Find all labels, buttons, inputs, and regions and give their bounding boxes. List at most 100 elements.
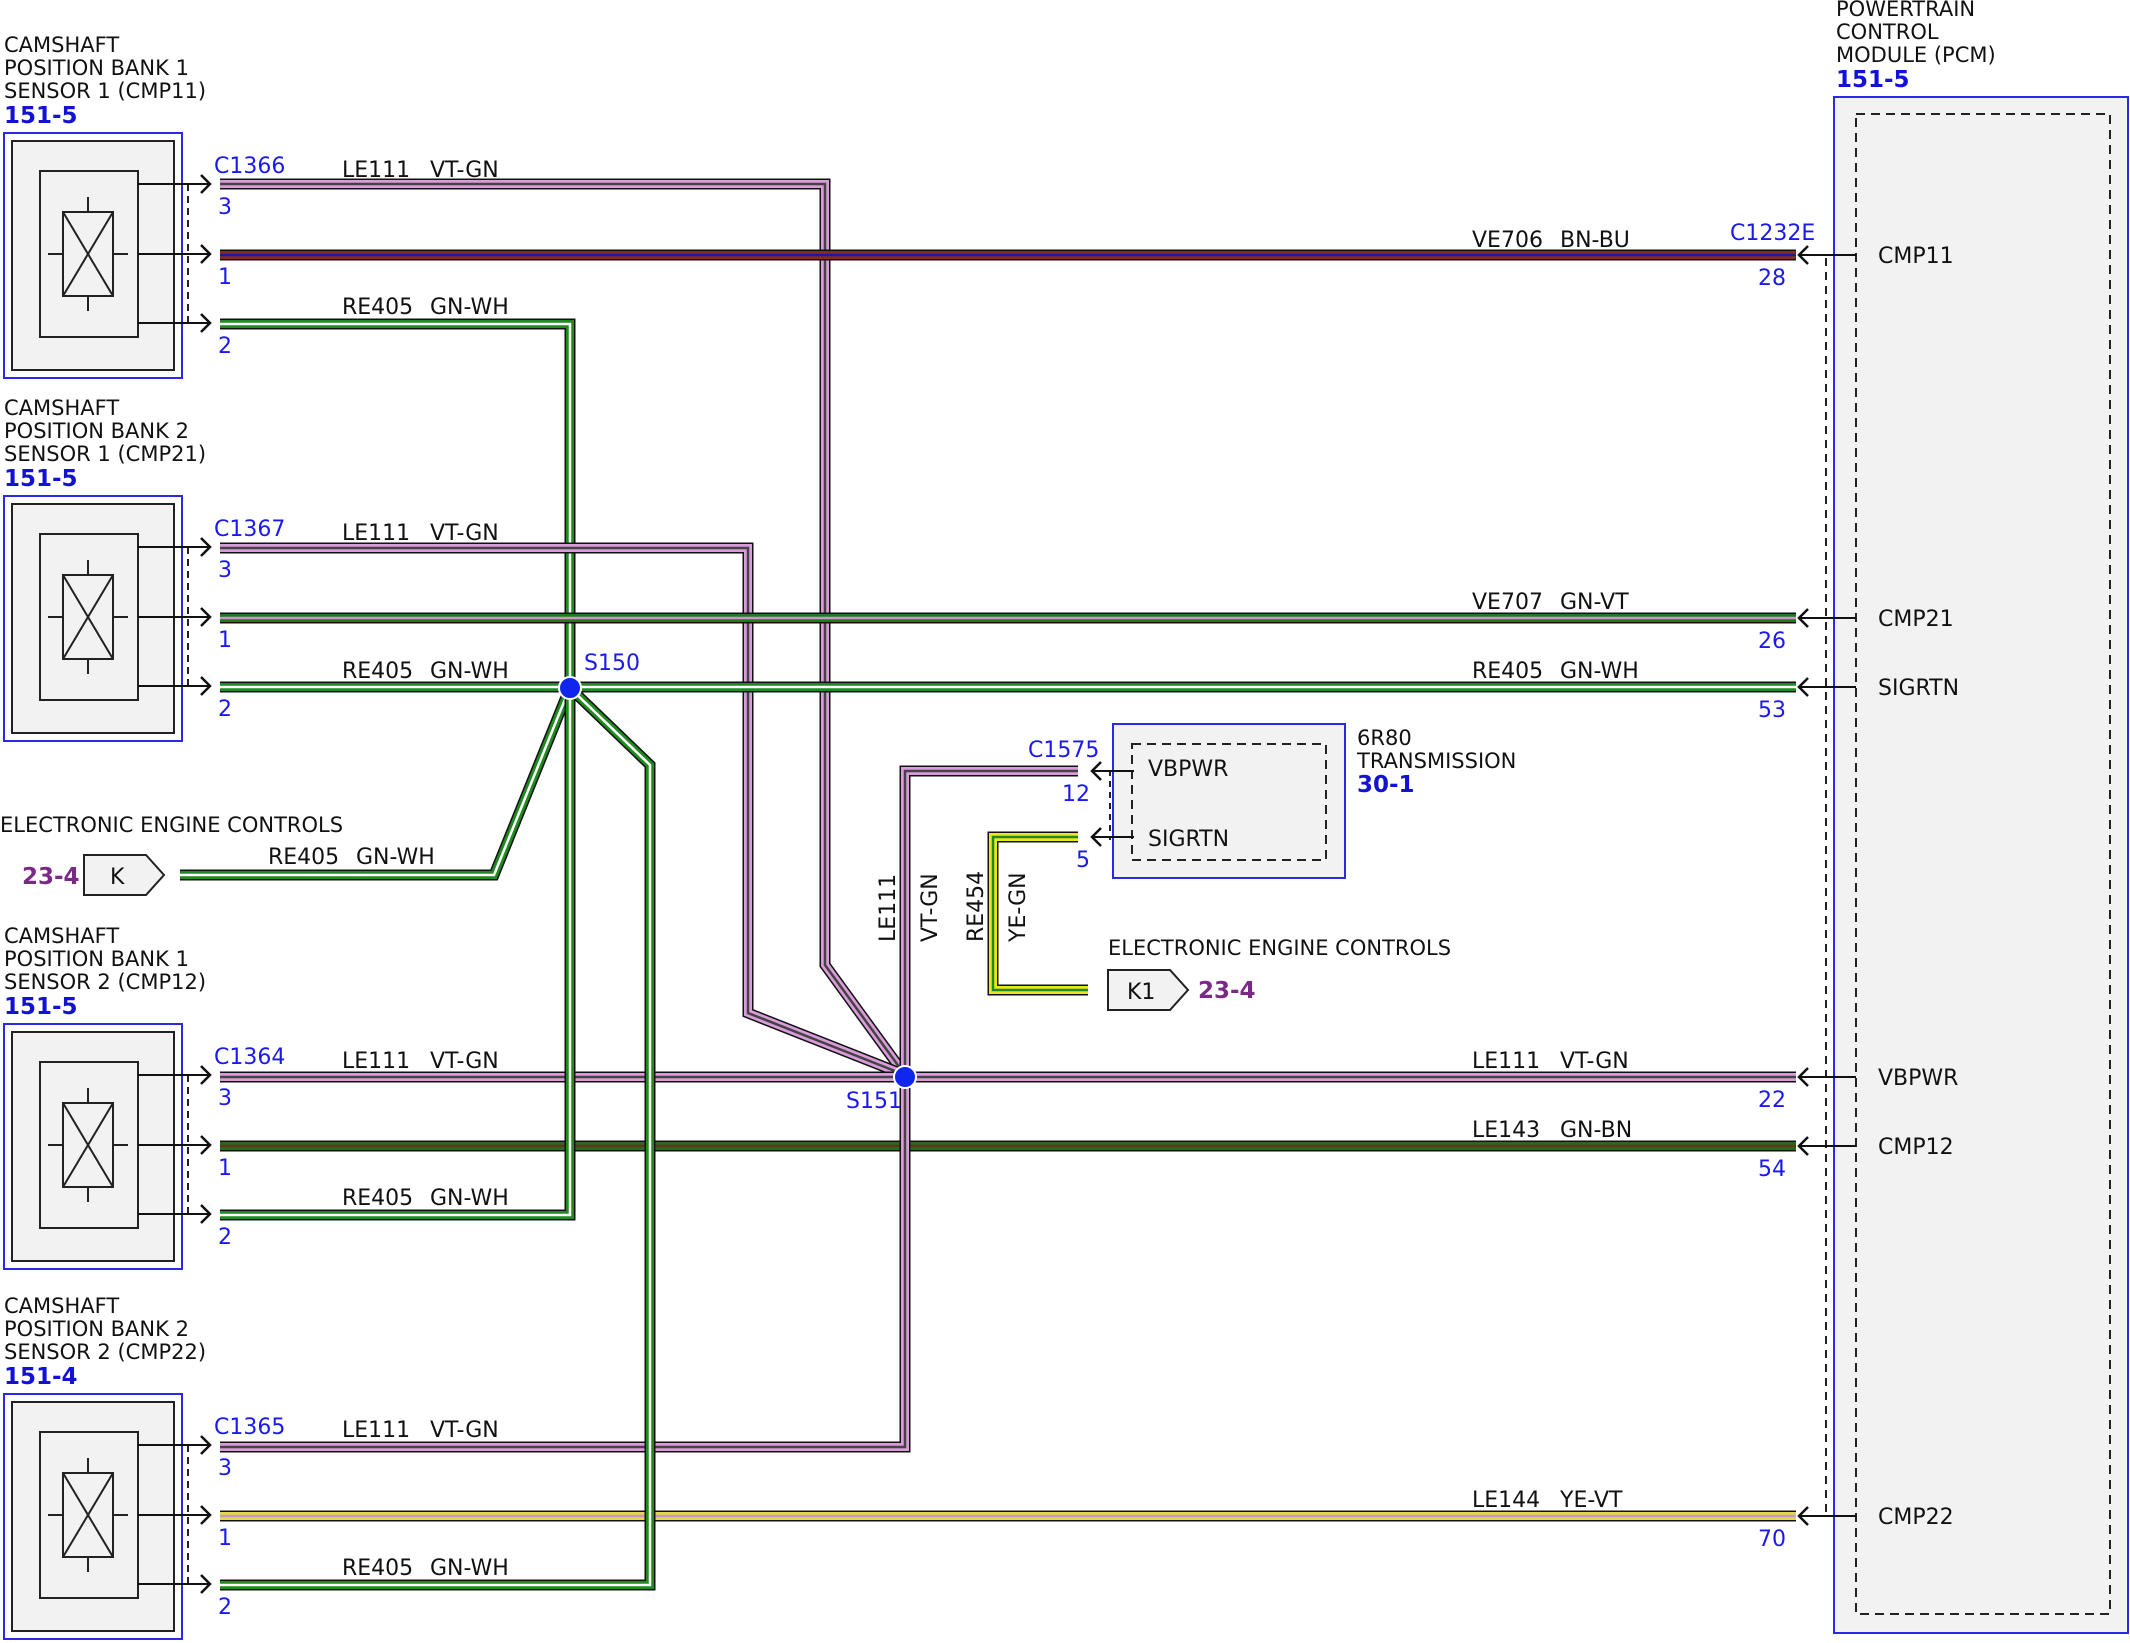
- sensor-body: [11, 503, 175, 734]
- wire-w4[interactable]: [220, 542, 908, 1081]
- arrow-head: [200, 1135, 212, 1155]
- wire-label-w6-color-code: GN-WH: [430, 659, 509, 684]
- arrow-head: [200, 537, 212, 557]
- transmission-pin-arrow: [1090, 827, 1106, 847]
- sensor-pin-arrow: [196, 1065, 212, 1085]
- pcm-pin-number: 53: [1758, 698, 1786, 723]
- splice-dot: [893, 1065, 917, 1089]
- arrow-head: [200, 1574, 212, 1594]
- pcm-pin-cmp11: 28 CMP11: [1758, 244, 1954, 291]
- wire-w15[interactable]: [220, 1077, 911, 1453]
- arrow-head: [200, 244, 212, 264]
- sensor-title-line2: POSITION BANK 1: [4, 56, 189, 80]
- wire-label-w16-circuit: LE144: [1472, 1488, 1540, 1513]
- pcm-pin-arrow: [1797, 1506, 1813, 1526]
- pcm-signal-label: VBPWR: [1878, 1066, 1958, 1091]
- pcm-signal-label: CMP12: [1878, 1135, 1954, 1160]
- wire-w8[interactable]: [180, 684, 576, 881]
- pcm-module: POWERTRAIN CONTROL MODULE (PCM) 151-5 C1…: [1730, 0, 2129, 1634]
- wires-layer: [180, 178, 1796, 1591]
- sensor-title-line1: CAMSHAFT: [4, 924, 119, 948]
- wire-w1[interactable]: [220, 178, 910, 1079]
- pcm-pin-arrow: [1797, 677, 1813, 697]
- wire-label-w10-circuit: RE454: [964, 871, 989, 942]
- wire-stripe-color: [991, 835, 1088, 992]
- sensor-connector-label: C1367: [214, 517, 285, 542]
- arrow-head: [1090, 827, 1102, 847]
- sensor-pin-arrow: [196, 1135, 212, 1155]
- wire-label-w12-circuit: LE111: [1472, 1049, 1540, 1074]
- wire-label-w3-circuit: RE405: [342, 295, 413, 320]
- wire-w14[interactable]: [220, 688, 576, 1221]
- pcm-signal-label: CMP22: [1878, 1505, 1954, 1530]
- pcm-pin-number: 28: [1758, 266, 1786, 291]
- arrow-head: [1797, 245, 1809, 265]
- wire-w9[interactable]: [899, 765, 1078, 1075]
- sensor-pin-arrow: [196, 607, 212, 627]
- sensor-ref[interactable]: 151-5: [4, 994, 78, 1020]
- sensor-ref[interactable]: 151-5: [4, 466, 78, 492]
- wire-base-color: [220, 544, 907, 1079]
- wire-stripe-color: [903, 769, 1078, 1075]
- wire-w17[interactable]: [220, 684, 656, 1591]
- pcm-signal-label: CMP21: [1878, 607, 1954, 632]
- pcm-pin-arrow: [1797, 1067, 1813, 1087]
- transmission-outline: [1112, 723, 1346, 879]
- transmission-pin-number: 5: [1076, 848, 1090, 873]
- sensor-ref[interactable]: 151-4: [4, 1364, 78, 1390]
- sensor-title-line1: CAMSHAFT: [4, 1294, 119, 1318]
- wire-label-w15-circuit: LE111: [342, 1418, 410, 1443]
- pcm-ref[interactable]: 151-5: [1836, 67, 1910, 93]
- splice-label: S151: [846, 1089, 902, 1114]
- sensor-title-line2: POSITION BANK 2: [4, 1317, 189, 1341]
- sensor-element-cross-b: [62, 1102, 114, 1188]
- wire-outline: [220, 178, 910, 1079]
- sensor-pin-arrow: [196, 244, 212, 264]
- sensor-pin-arrow: [196, 1435, 212, 1455]
- wire-label-w8-circuit: RE405: [268, 845, 339, 870]
- wire-label-w12-color-code: VT-GN: [1560, 1049, 1629, 1074]
- arrow-head: [1797, 677, 1809, 697]
- sensor-connector-label: C1366: [214, 154, 285, 179]
- pcm-signal-label: SIGRTN: [1878, 676, 1959, 701]
- sensor-title-line3: SENSOR 2 (CMP22): [4, 1340, 206, 1364]
- wire-label-w14-circuit: RE405: [342, 1186, 413, 1211]
- pcm-signal-label: CMP11: [1878, 244, 1954, 269]
- arrow-head: [1797, 1067, 1809, 1087]
- wire-outline: [220, 318, 576, 688]
- wire-base-color: [220, 688, 574, 1219]
- eec-k1-title: ELECTRONIC ENGINE CONTROLS: [1108, 936, 1451, 960]
- eec-k-ref[interactable]: 23-4: [22, 864, 80, 890]
- sensor-pin-number: 1: [218, 628, 232, 653]
- wire-label-w9-circuit: LE111: [876, 874, 901, 942]
- sensor-pin-arrow: [196, 676, 212, 696]
- wire-w3[interactable]: [220, 318, 576, 688]
- arrow-head: [200, 1505, 212, 1525]
- sensor-title-line2: POSITION BANK 1: [4, 947, 189, 971]
- sensor-pin-arrow: [196, 313, 212, 333]
- pcm-pin-arrow: [1797, 245, 1813, 265]
- arrow-head: [1090, 761, 1102, 781]
- sensor-title-line3: SENSOR 1 (CMP11): [4, 79, 206, 103]
- wire-w10[interactable]: [987, 831, 1088, 996]
- wire-label-w4-circuit: LE111: [342, 521, 410, 546]
- pcm-title-line2: CONTROL: [1836, 20, 1939, 44]
- eec-k1-tag-shape: [1107, 969, 1190, 1011]
- wire-label-w5-circuit: VE707: [1472, 590, 1543, 615]
- eec-k1-ref[interactable]: 23-4: [1198, 978, 1256, 1004]
- pcm-pin-sigrtn: 53 SIGRTN: [1758, 676, 1959, 723]
- sensor-ref[interactable]: 151-5: [4, 103, 78, 129]
- transmission-ref[interactable]: 30-1: [1357, 772, 1415, 798]
- wire-stripe-color: [220, 182, 907, 1076]
- wire-label-w17-circuit: RE405: [342, 1556, 413, 1581]
